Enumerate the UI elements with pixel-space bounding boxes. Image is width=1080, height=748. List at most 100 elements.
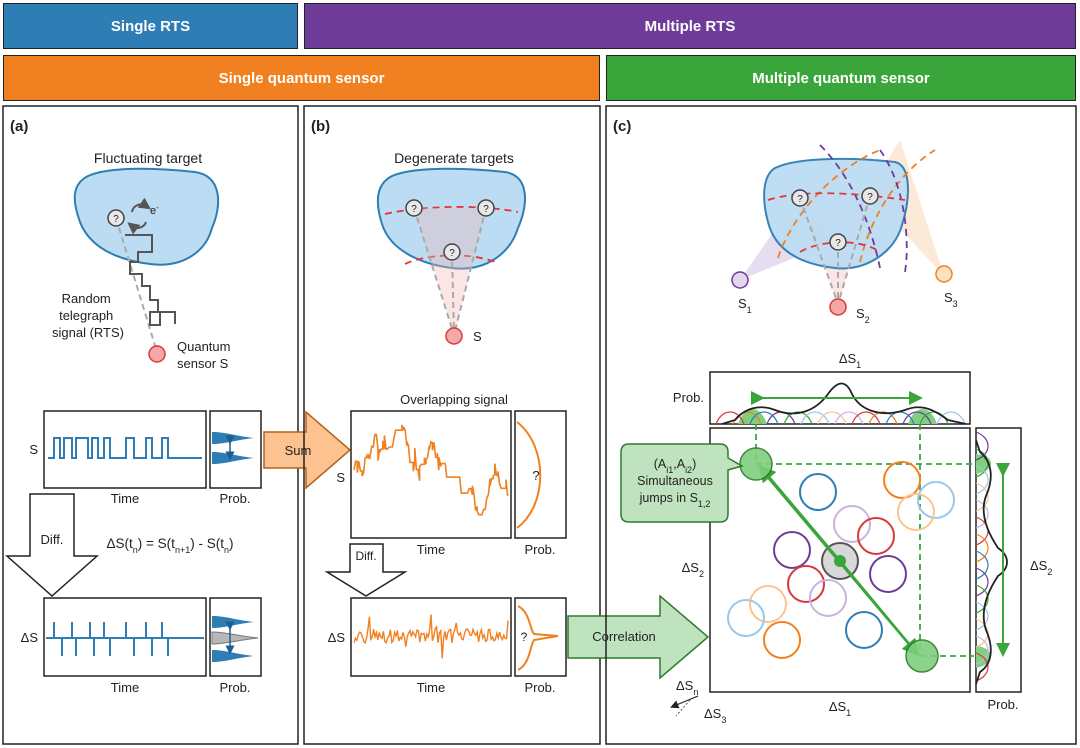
multi-target-blob <box>763 157 909 270</box>
simultaneous-jumps-callout <box>620 443 744 523</box>
diff-arrow-a <box>5 493 99 598</box>
correlation-label: Correlation <box>592 629 656 644</box>
electron-label: e- <box>150 203 159 218</box>
diff-label-a: Diff. <box>41 532 64 547</box>
sensing-cone <box>414 208 486 335</box>
overlap-plot-xlabel: Time <box>417 542 445 557</box>
target-site <box>791 189 809 207</box>
cluster-circle <box>763 621 801 659</box>
rts-trace <box>125 234 176 326</box>
sensor1-contour <box>879 149 908 273</box>
degenerate-target-blob <box>376 167 526 270</box>
axis-n-arrow <box>670 695 699 709</box>
overlap-time-plot <box>350 410 512 539</box>
overlap-signal-trace <box>353 424 509 516</box>
overlap-diff-xlabel: Time <box>417 680 445 695</box>
top-marginal-envelope <box>721 382 967 425</box>
target-site <box>405 199 423 217</box>
cluster-circle <box>883 461 921 499</box>
top-axis-label: ΔS1 <box>839 351 861 370</box>
target-site-label: ? <box>449 248 455 259</box>
multiple-quantum-sensor-banner: Multiple quantum sensor <box>606 55 1076 101</box>
rts-plot-ylabel: S <box>29 442 38 457</box>
sensor-1 <box>731 271 749 289</box>
overlap-dprob-unknown: ? <box>521 630 528 644</box>
overlap-prob-label: Prob. <box>524 542 555 557</box>
cluster-circle <box>727 599 765 637</box>
multiple-rts-banner: Multiple RTS <box>304 3 1076 49</box>
dprob-peak-zero <box>211 631 259 645</box>
panel-c: (c) ? ? ? S1 S2 S3 ΔS1 Prob. <box>605 105 1077 745</box>
drts-plot-xlabel: Time <box>111 680 139 695</box>
single-quantum-sensor-banner: Single quantum sensor <box>3 55 600 101</box>
sensor3-contour <box>859 149 936 263</box>
panel-a: (a) Fluctuating target ? e- Random teleg… <box>2 105 299 745</box>
correlation-arrowhead <box>839 560 920 657</box>
drts-spikes <box>53 622 169 656</box>
target-site-label: ? <box>867 192 873 203</box>
target-site <box>107 209 125 227</box>
overlap-prob-curve <box>516 421 542 529</box>
axis-3-arrow <box>675 699 691 717</box>
sensor-label-b: S <box>473 329 482 344</box>
drts-plot-ylabel: ΔS <box>21 630 39 645</box>
target-site <box>477 199 495 217</box>
sensor3-contour <box>777 149 881 259</box>
correlation-arrow: Correlation <box>567 594 710 680</box>
sensor-3 <box>935 265 953 283</box>
bottom-axis-label: ΔS1 <box>829 699 851 718</box>
cluster-circle <box>749 585 787 623</box>
target-site-label: ? <box>113 214 119 225</box>
dprob-peak-down <box>212 650 254 662</box>
quantum-sensor <box>445 327 463 345</box>
target-site-label: ? <box>411 204 417 215</box>
site-sensor-link <box>115 217 158 353</box>
sensor2-contour <box>767 192 906 201</box>
fluctuating-target-blob <box>73 167 220 266</box>
cluster-circle <box>799 473 837 511</box>
sensor3-label: S3 <box>944 290 958 309</box>
single-rts-banner: Single RTS <box>3 3 298 49</box>
correlated-jump-a <box>739 447 773 481</box>
target-site-label: ? <box>835 238 841 249</box>
rts-label: Random telegraph signal (RTS) <box>52 291 124 340</box>
cluster-circle <box>833 505 871 543</box>
circular-arrow-icon <box>127 221 147 235</box>
overlap-diff-ylabel: ΔS <box>328 630 346 645</box>
panel-b: (b) Degenerate targets ? ? ? S Overlappi… <box>303 105 601 745</box>
panel-b-label: (b) <box>311 118 330 135</box>
right-prob-label: Prob. <box>987 697 1018 712</box>
rts-prob-label: Prob. <box>219 491 250 506</box>
left-axis-label: ΔS2 <box>682 560 704 579</box>
cluster-circle <box>787 565 825 603</box>
cluster-circles <box>727 461 955 659</box>
equipotential-line <box>384 206 519 215</box>
rts-signal-trace <box>48 437 202 459</box>
panel-a-title: Fluctuating target <box>94 150 202 166</box>
cluster-circle <box>917 481 955 519</box>
rts-plot-xlabel: Time <box>111 491 139 506</box>
target-site <box>861 187 879 205</box>
cluster-circle <box>897 493 935 531</box>
top-prob-label: Prob. <box>673 390 704 405</box>
axis-n-label: ΔSn <box>676 678 698 697</box>
overlap-diff-trace <box>353 614 509 659</box>
panel-b-title: Degenerate targets <box>394 150 514 166</box>
overlap-prob-unknown: ? <box>532 468 539 483</box>
correlation-arrowhead <box>758 464 841 562</box>
target-site-label: ? <box>483 204 489 215</box>
quantum-sensor-label: Quantum sensor S <box>177 339 234 371</box>
overlap-dprob-label: Prob. <box>524 680 555 695</box>
cluster-circle <box>809 579 847 617</box>
overlapping-signal-title: Overlapping signal <box>400 392 508 407</box>
panel-a-frame <box>2 105 299 745</box>
quantum-sensor <box>148 345 166 363</box>
cluster-circle <box>845 611 883 649</box>
sensor1-label: S1 <box>738 296 752 315</box>
diff-formula: ΔS(tn) = S(tn+1) - S(tn) <box>107 536 234 555</box>
sensor1-contour <box>819 144 881 269</box>
diff-arrow-b <box>324 543 408 597</box>
cluster-circle <box>773 531 811 569</box>
target-site <box>829 233 847 251</box>
